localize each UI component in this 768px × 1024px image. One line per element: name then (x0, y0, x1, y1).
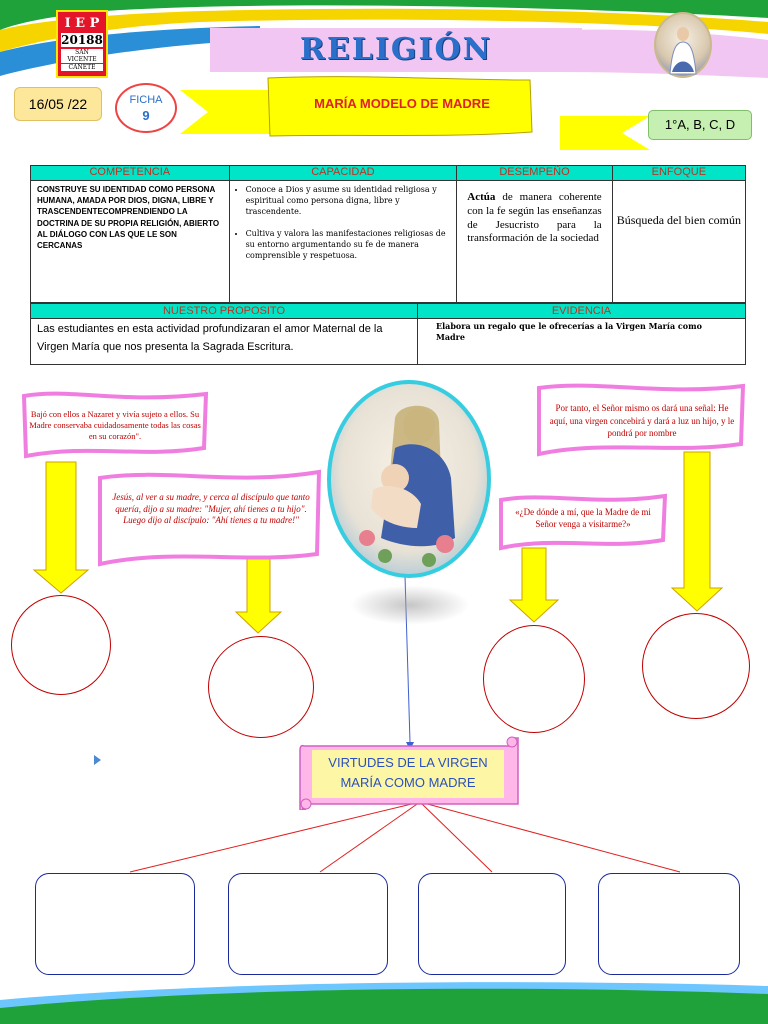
virgin-medallion-image (654, 12, 712, 78)
logo-line-3: SAN VICENTE (61, 49, 103, 63)
virtue-box-4[interactable] (598, 873, 740, 975)
date-badge: 16/05 /22 (14, 87, 102, 121)
answer-circle-4[interactable] (642, 613, 750, 719)
header-enfoque: ENFOQUE (611, 165, 747, 181)
capacidad-item: Conoce a Dios y asume su identidad relig… (246, 184, 453, 218)
grades-badge: 1°A, B, C, D (648, 110, 752, 140)
virtue-box-1[interactable] (35, 873, 195, 975)
logo-line-1: I E P (64, 16, 100, 31)
topic-ribbon (180, 76, 650, 150)
header-evidencia: EVIDENCIA (417, 303, 746, 319)
virgin-figure-icon (669, 27, 697, 75)
proposito-cell: Las estudiantes en esta actividad profun… (30, 318, 418, 365)
logo-line-2: 20188 (61, 33, 103, 47)
virtudes-title: VIRTUDES DE LA VIRGEN MARÍA COMO MADRE (312, 750, 504, 798)
answer-circle-2[interactable] (208, 636, 314, 738)
purpose-table: NUESTRO PROPOSITO EVIDENCIA Las estudian… (30, 303, 746, 365)
quote-scroll-1 (21, 391, 209, 459)
competency-table: COMPETENCIA CAPACIDAD DESEMPEÑO ENFOQUE … (30, 165, 747, 303)
quote-scroll-3 (499, 493, 668, 551)
answer-circle-3[interactable] (483, 625, 585, 733)
quote-3-text: «¿De dónde a mí, que la Madre de mi Seño… (515, 507, 651, 530)
desempeno-cell: Actúa de manera coherente con la fe segú… (456, 180, 613, 303)
virtudes-line-1: VIRTUDES DE LA VIRGEN (328, 755, 488, 770)
virtue-box-3[interactable] (418, 873, 566, 975)
quote-2-text: Jesús, al ver a su madre, y cerca al dis… (112, 492, 310, 526)
virtudes-line-2: MARÍA COMO MADRE (340, 775, 476, 790)
quote-4-text: Por tanto, el Señor mismo os dará una se… (549, 403, 735, 439)
ficha-badge: FICHA 9 (115, 83, 177, 133)
enfoque-cell: Búsqueda del bien común (611, 180, 747, 303)
competencia-cell: CONSTRUYE SU IDENTIDAD COMO PERSONA HUMA… (30, 180, 230, 303)
quote-scroll-4 (537, 383, 746, 457)
ficha-number: 9 (142, 108, 150, 123)
desempeno-text: de manera coherente con la fe según las … (467, 191, 602, 245)
image-shadow (350, 585, 470, 625)
header-competencia: COMPETENCIA (30, 165, 230, 181)
quote-1-text: Bajó con ellos a Nazaret y vivía sujeto … (29, 409, 201, 442)
ficha-label: FICHA (129, 94, 163, 106)
desempeno-lead: Actúa (467, 191, 496, 203)
topic-title: MARÍA MODELO DE MADRE (314, 96, 490, 111)
quote-scroll-2 (98, 469, 322, 567)
logo-line-4: CAÑETE (61, 64, 103, 71)
capacidad-cell: Conoce a Dios y asume su identidad relig… (228, 180, 458, 303)
virtue-box-2[interactable] (228, 873, 388, 975)
virgin-and-child-image (327, 380, 491, 578)
capacidad-item: Cultiva y valora las manifestaciones rel… (246, 228, 453, 262)
header-desempeno: DESEMPEÑO (456, 165, 613, 181)
answer-circle-1[interactable] (11, 595, 111, 695)
footer-swoosh (0, 982, 768, 1024)
evidencia-cell: Elabora un regalo que le ofrecerías a la… (417, 318, 746, 365)
school-logo: I E P 20188 SAN VICENTE CAÑETE (56, 10, 108, 78)
